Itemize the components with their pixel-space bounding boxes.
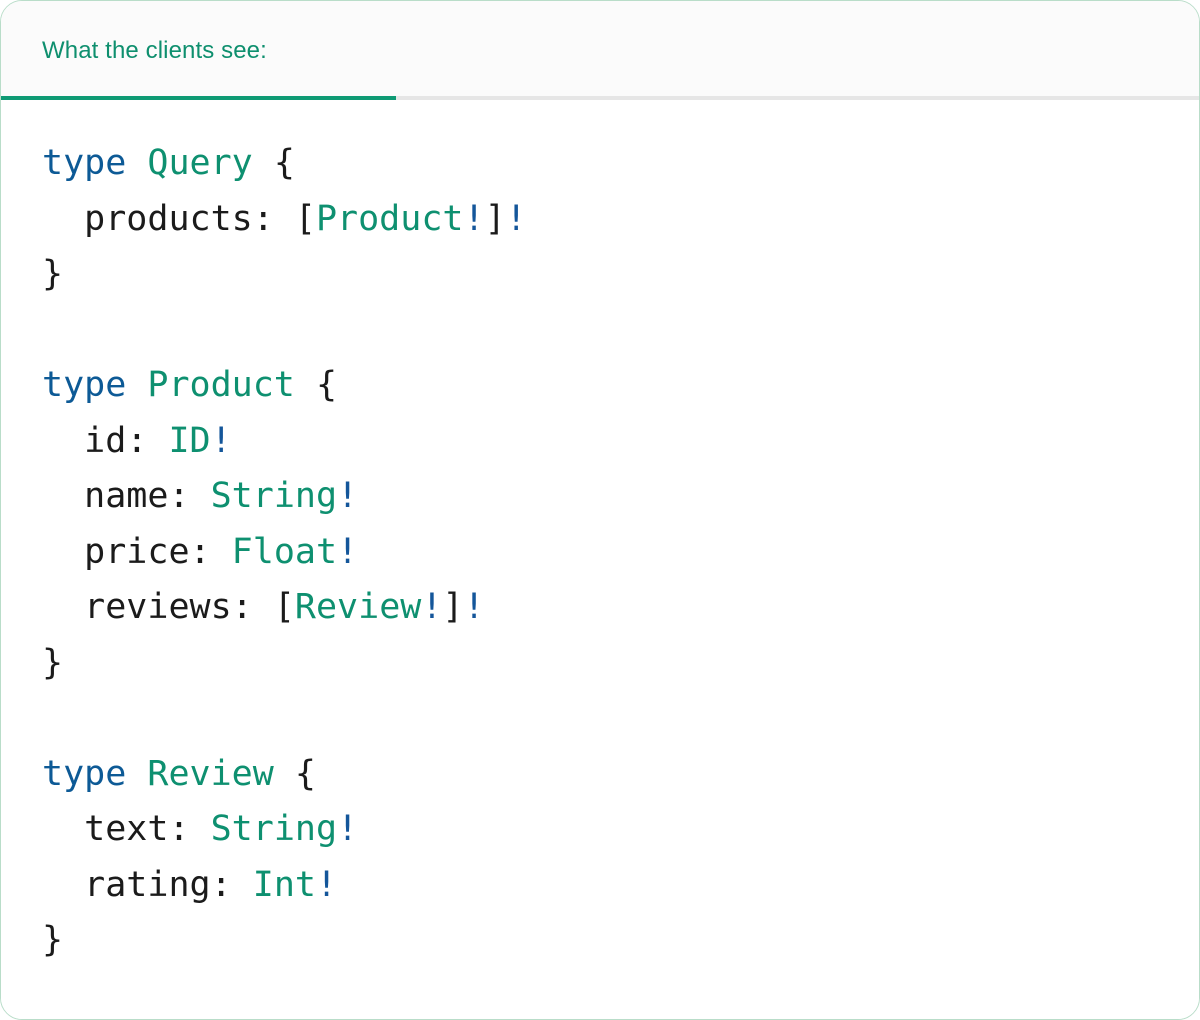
code-token [42,865,84,905]
tab-label: What the clients see: [42,36,267,64]
code-token: : [168,809,211,849]
code-line: rating: Int! [42,858,527,914]
code-token: String [210,476,338,516]
code-token: id [84,420,127,461]
code-token: text [84,809,169,849]
code-token: ] [442,587,464,627]
code-line [42,303,527,359]
code-line: price: Float! [42,525,527,581]
code-token: type [42,365,127,405]
code-line: type Query { [42,136,527,192]
code-line: } [42,913,527,969]
code-token: : [252,198,295,239]
code-token: type [42,753,127,794]
code-line: type Product { [42,358,527,414]
code-token: [ [273,587,295,627]
code-token [42,587,84,627]
code-line: id: ID! [42,414,527,470]
code-token [42,421,84,461]
code-token: Float [231,531,338,572]
code-token: rating [84,864,211,905]
code-line: products: [Product!]! [42,192,527,248]
code-token: Product [315,198,464,239]
code-line: } [42,247,527,303]
tab-bar: What the clients see: [1,1,1199,100]
tab-active-indicator [1,96,396,100]
code-token: : [231,587,274,627]
code-token: ! [463,198,485,239]
code-area: type Query { products: [Product!]!} type… [1,100,1199,1019]
code-line: reviews: [Review!]! [42,580,527,636]
code-line: type Review { [42,747,527,803]
code-token [253,143,274,183]
code-token: } [42,254,64,294]
code-token: Int [252,864,316,905]
code-token: Review [147,753,274,794]
code-line: text: String! [42,802,527,858]
code-line: } [42,636,527,692]
code-token: { [273,143,295,183]
code-token: String [210,809,338,849]
tab-bar-divider [1,96,1199,100]
code-token: : [189,531,232,572]
code-token: price [84,531,190,572]
code-token: ! [337,531,359,572]
code-line: name: String! [42,469,527,525]
code-token: Product [147,365,295,405]
code-token: ! [337,476,359,516]
code-token [126,365,147,405]
graphql-schema-code: type Query { products: [Product!]!} type… [42,136,527,969]
code-token: : [168,476,211,516]
code-token: } [42,920,64,960]
code-token [42,476,84,516]
code-token [42,199,84,239]
code-token: : [210,864,253,905]
code-token: ! [505,198,527,239]
code-token [42,532,84,572]
tab-what-the-clients-see[interactable]: What the clients see: [1,1,396,100]
code-token: } [42,642,64,683]
code-token [126,143,147,183]
code-token: ! [210,420,232,461]
code-token: Query [147,143,253,183]
code-token: name [84,476,169,516]
code-token [274,754,295,794]
code-token: ! [421,587,443,627]
code-token: ] [484,198,506,239]
code-token: [ [294,198,316,239]
code-token [126,754,147,794]
code-token: { [294,753,316,794]
code-token: ID [168,420,211,461]
code-token: products [84,198,253,239]
code-line [42,691,527,747]
code-token: reviews [84,587,232,627]
code-token: ! [463,587,485,627]
code-token [42,809,84,849]
code-token: type [42,143,127,183]
code-token: ! [337,809,359,849]
code-token: Review [294,587,422,627]
code-token: { [315,365,338,405]
code-token: : [126,420,169,461]
code-token [295,365,316,405]
code-token: ! [315,864,338,905]
